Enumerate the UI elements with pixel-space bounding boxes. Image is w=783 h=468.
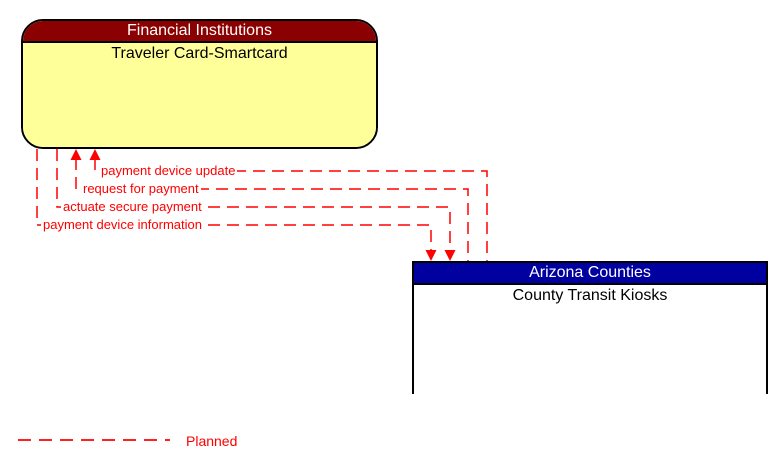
node-header-label: Arizona Counties	[529, 264, 651, 281]
arrowhead-down-actuate-secure-payment	[444, 250, 456, 261]
node-county-transit-kiosks: Arizona Counties County Transit Kiosks	[412, 261, 768, 396]
node-traveler-card-smartcard: Financial Institutions Traveler Card-Sma…	[21, 19, 378, 149]
node-header-label: Financial Institutions	[127, 22, 272, 39]
arrowhead-up-request-for-payment	[70, 149, 82, 160]
connector-label-actuate-secure-payment: actuate secure payment	[61, 198, 204, 215]
connector-line-request-for-payment	[75, 158, 469, 261]
connector-label-payment-device-update: payment device update	[99, 162, 238, 179]
connector-line-payment-device-information	[36, 149, 432, 250]
node-header-arizona-counties: Arizona Counties	[414, 263, 766, 285]
node-header-financial-institutions: Financial Institutions	[23, 21, 376, 43]
node-body-county-transit-kiosks: County Transit Kiosks	[414, 285, 766, 396]
node-body-traveler-card-smartcard: Traveler Card-Smartcard	[23, 43, 376, 147]
connector-label-payment-device-information: payment device information	[41, 216, 204, 233]
arrowhead-up-payment-device-update	[89, 149, 101, 160]
node-title: Traveler Card-Smartcard	[111, 45, 288, 62]
connector-line-actuate-secure-payment	[56, 149, 451, 250]
connector-line-payment-device-update	[94, 158, 488, 261]
legend-label-planned: Planned	[186, 433, 238, 449]
node-title: County Transit Kiosks	[512, 287, 668, 304]
arrowhead-down-payment-device-information	[425, 250, 437, 261]
connector-label-request-for-payment: request for payment	[81, 180, 201, 197]
